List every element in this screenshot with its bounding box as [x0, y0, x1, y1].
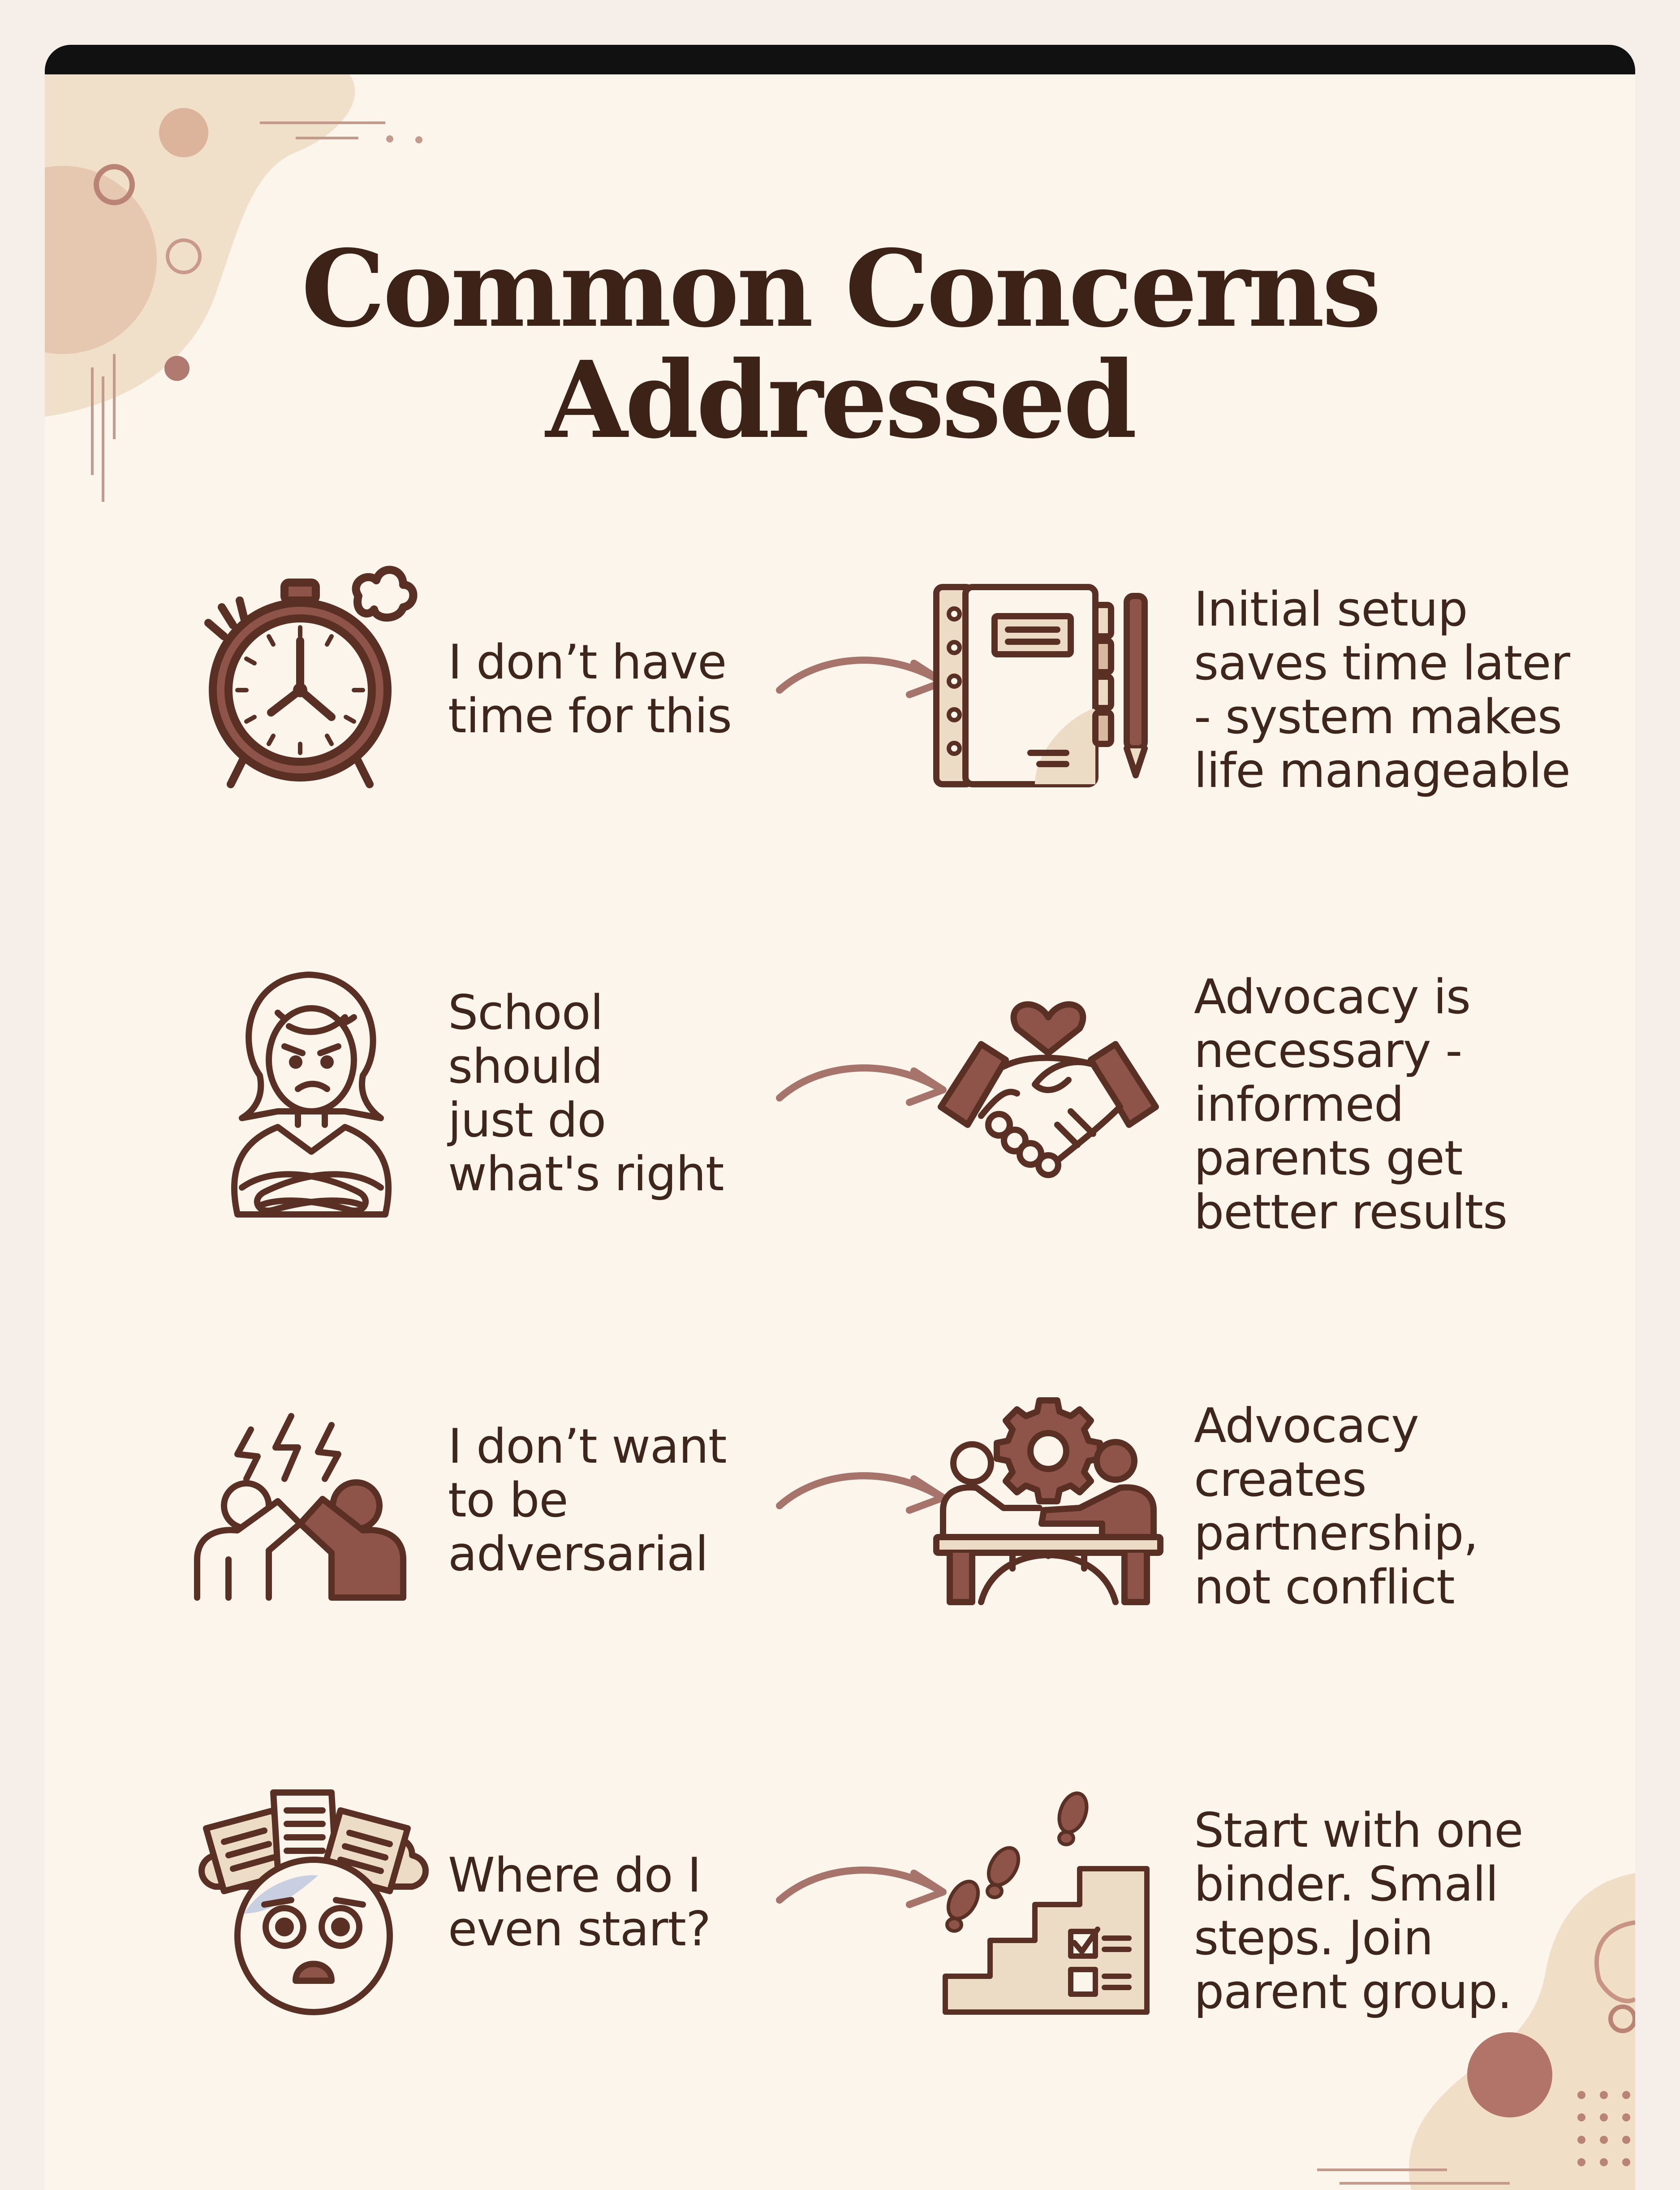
overwhelmed-face-icon — [198, 1789, 429, 2015]
curved-arrow-icon — [776, 1866, 947, 1908]
response-line: steps. Join — [1194, 1910, 1434, 1965]
concern-line: School — [448, 985, 603, 1040]
concern-line: just do — [448, 1093, 606, 1148]
concern-line: I don’t have — [448, 635, 727, 690]
frustrated-parent-icon — [231, 972, 392, 1218]
concern-line: should — [448, 1039, 603, 1094]
concern-line: I don’t want — [448, 1419, 727, 1474]
curved-arrow-icon — [776, 657, 947, 698]
response-line: Advocacy — [1194, 1398, 1419, 1453]
concern-line: Where do I — [448, 1848, 701, 1903]
concern-text: Where do I even start? — [448, 1849, 788, 1956]
concern-text: School should just do what's right — [448, 986, 788, 1201]
page-title-line: Common Concerns — [301, 226, 1381, 351]
response-text: Initial setup saves time later - system … — [1194, 583, 1597, 798]
handshake-heart-icon — [938, 1001, 1159, 1178]
alarm-clock-icon — [204, 566, 418, 788]
response-line: Advocacy is — [1194, 969, 1471, 1024]
response-text: Start with one binder. Small steps. Join… — [1194, 1804, 1597, 2019]
response-line: - system makes — [1194, 689, 1562, 744]
response-text: Advocacy is necessary - informed parents… — [1194, 970, 1597, 1239]
concern-text: I don’t have time for this — [448, 635, 788, 743]
concern-line: what's right — [448, 1146, 724, 1201]
concern-line: even start? — [448, 1901, 711, 1957]
response-line: binder. Small — [1194, 1857, 1499, 1912]
response-line: creates — [1194, 1452, 1367, 1507]
concern-line: time for this — [448, 688, 732, 743]
response-line: parents get — [1194, 1131, 1463, 1186]
page-title: Common Concerns Addressed — [45, 233, 1635, 455]
infographic-card: Common Concerns Addressed — [45, 45, 1635, 2190]
response-line: saves time later — [1194, 635, 1570, 691]
response-line: Start with one — [1194, 1803, 1523, 1858]
concern-text: I don’t want to be adversarial — [448, 1420, 788, 1581]
steps-footprints-icon — [943, 1791, 1150, 2015]
response-line: better results — [1194, 1184, 1508, 1240]
bottom-right-decoration — [1317, 1873, 1635, 2190]
response-line: Initial setup — [1194, 582, 1468, 637]
planner-binder-icon — [933, 584, 1148, 787]
response-text: Advocacy creates partnership, not confli… — [1194, 1399, 1597, 1614]
response-line: life manageable — [1194, 743, 1571, 798]
response-line: not conflict — [1194, 1559, 1455, 1615]
concern-line: adversarial — [448, 1526, 708, 1581]
partnership-table-icon — [933, 1397, 1163, 1605]
page-title-line: Addressed — [545, 337, 1137, 462]
curved-arrow-icon — [776, 1064, 947, 1106]
card-top-bar — [45, 45, 1635, 74]
response-line: partnership, — [1194, 1506, 1478, 1561]
response-line: informed — [1194, 1077, 1404, 1132]
response-line: necessary - — [1194, 1023, 1463, 1078]
curved-arrow-icon — [776, 1472, 947, 1514]
concern-line: to be — [448, 1473, 569, 1528]
conflict-people-icon — [194, 1413, 406, 1601]
response-line: parent group. — [1194, 1964, 1512, 2019]
top-left-decoration — [45, 74, 422, 502]
